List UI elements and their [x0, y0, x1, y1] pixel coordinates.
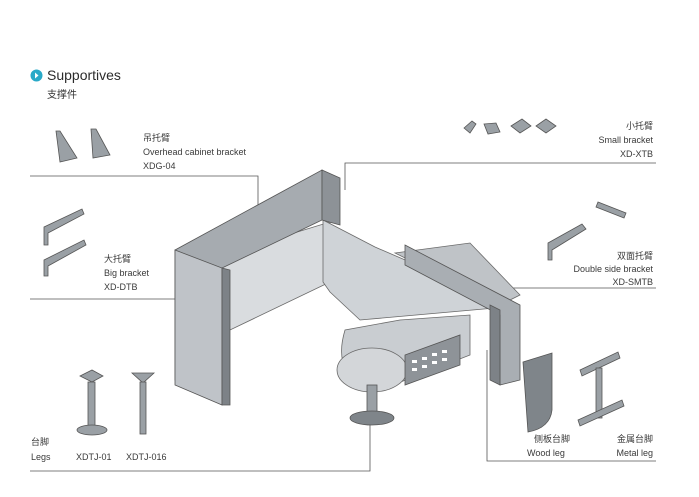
- modesty-panel-holes: [412, 350, 447, 371]
- double-bracket-en: Double side bracket: [573, 264, 653, 274]
- big-bracket-en: Big bracket: [104, 268, 150, 278]
- small-bracket-code: XD-XTB: [619, 149, 653, 159]
- leg-code-xdtj016: XDTJ-016: [126, 452, 167, 462]
- small-bracket-en: Small bracket: [598, 135, 653, 145]
- wood-leg-icon: [522, 352, 553, 433]
- overhead-bracket-en: Overhead cabinet bracket: [143, 147, 247, 157]
- metal-leg-en: Metal leg: [616, 448, 653, 458]
- overhead-bracket-code: XDG-04: [143, 161, 176, 171]
- metal-leg-icon: [577, 351, 625, 427]
- brand-logo-icon: [30, 69, 43, 82]
- pedestal-leg: [349, 384, 395, 426]
- wood-leg-cn: 侧板台脚: [534, 434, 571, 444]
- double-bracket-cn: 双面托臂: [616, 251, 653, 261]
- metal-leg-cn: 金属台脚: [616, 434, 653, 444]
- small-bracket-icon: [463, 118, 557, 135]
- small-bracket-cn: 小托臂: [625, 121, 653, 131]
- legs-en: Legs: [31, 452, 51, 462]
- leg-code-xdtj01: XDTJ-01: [76, 452, 112, 462]
- panels: [174, 169, 521, 406]
- big-bracket-code: XD-DTB: [104, 282, 138, 292]
- legs-cn: 台脚: [31, 437, 50, 447]
- page-title: Supportives: [47, 67, 121, 83]
- overhead-bracket-cn: 吊托臂: [143, 133, 171, 143]
- leg-xdtj01-icon: [76, 369, 108, 436]
- double-bracket-code: XD-SMTB: [612, 277, 654, 287]
- leg-xdtj016-icon: [130, 372, 156, 435]
- wood-leg-en: Wood leg: [527, 448, 565, 458]
- page-subtitle: 支撑件: [47, 90, 77, 101]
- overhead-bracket-icon: [55, 128, 111, 163]
- big-bracket-cn: 大托臂: [104, 254, 132, 264]
- big-bracket-icon: [43, 208, 87, 277]
- leader-lines: [30, 162, 656, 472]
- double-side-bracket-icon: [547, 201, 627, 261]
